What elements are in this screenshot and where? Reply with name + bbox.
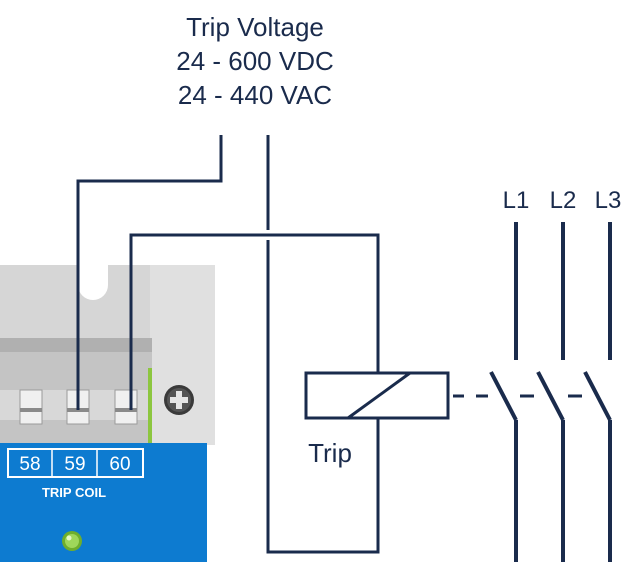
terminal-label-60: 60 <box>109 454 130 475</box>
relay-coil-slash <box>347 371 411 420</box>
terminal-slot-60 <box>114 389 138 425</box>
terminal-slot-58 <box>19 389 43 425</box>
relay-label: Trip <box>308 438 352 468</box>
terminal-number-box <box>7 448 144 478</box>
terminal-block-top-band <box>0 338 152 352</box>
phase-label-L1: L1 <box>503 187 530 214</box>
terminal-label-59: 59 <box>64 454 85 475</box>
wire-supply-to-59 <box>76 135 223 410</box>
phase-L2-contact <box>536 222 565 562</box>
trip-relay: Trip <box>304 371 450 468</box>
phase-label-L2: L2 <box>550 187 577 214</box>
trip-voltage-title: Trip Voltage <box>186 12 324 42</box>
device-notch <box>78 265 108 300</box>
terminal-label-58: 58 <box>19 454 40 475</box>
ac-voltage-range: 24 - 440 VAC <box>177 80 333 110</box>
green-edge-strip <box>148 368 152 443</box>
indicator-led-icon <box>62 531 82 551</box>
phase-L3-contact <box>583 222 612 562</box>
wiring <box>76 135 380 554</box>
wire-60-to-relay <box>129 233 380 410</box>
trip-coil-label: TRIP COIL <box>42 485 106 500</box>
mounting-screw-icon <box>164 385 194 415</box>
phase-label-L3: L3 <box>595 187 622 214</box>
trip-voltage-label: Trip Voltage 24 - 600 VDC 24 - 440 VAC <box>120 10 390 112</box>
relay-coil <box>304 371 450 420</box>
phase-L1-contact <box>489 222 518 562</box>
wire-supply-return <box>266 135 380 554</box>
device-housing-right <box>150 265 215 445</box>
dc-voltage-range: 24 - 600 VDC <box>176 46 334 76</box>
phase-lines <box>489 222 612 562</box>
trip-coil-panel <box>0 443 207 562</box>
trip-unit-device: 58 59 60 TRIP COIL <box>0 265 215 562</box>
